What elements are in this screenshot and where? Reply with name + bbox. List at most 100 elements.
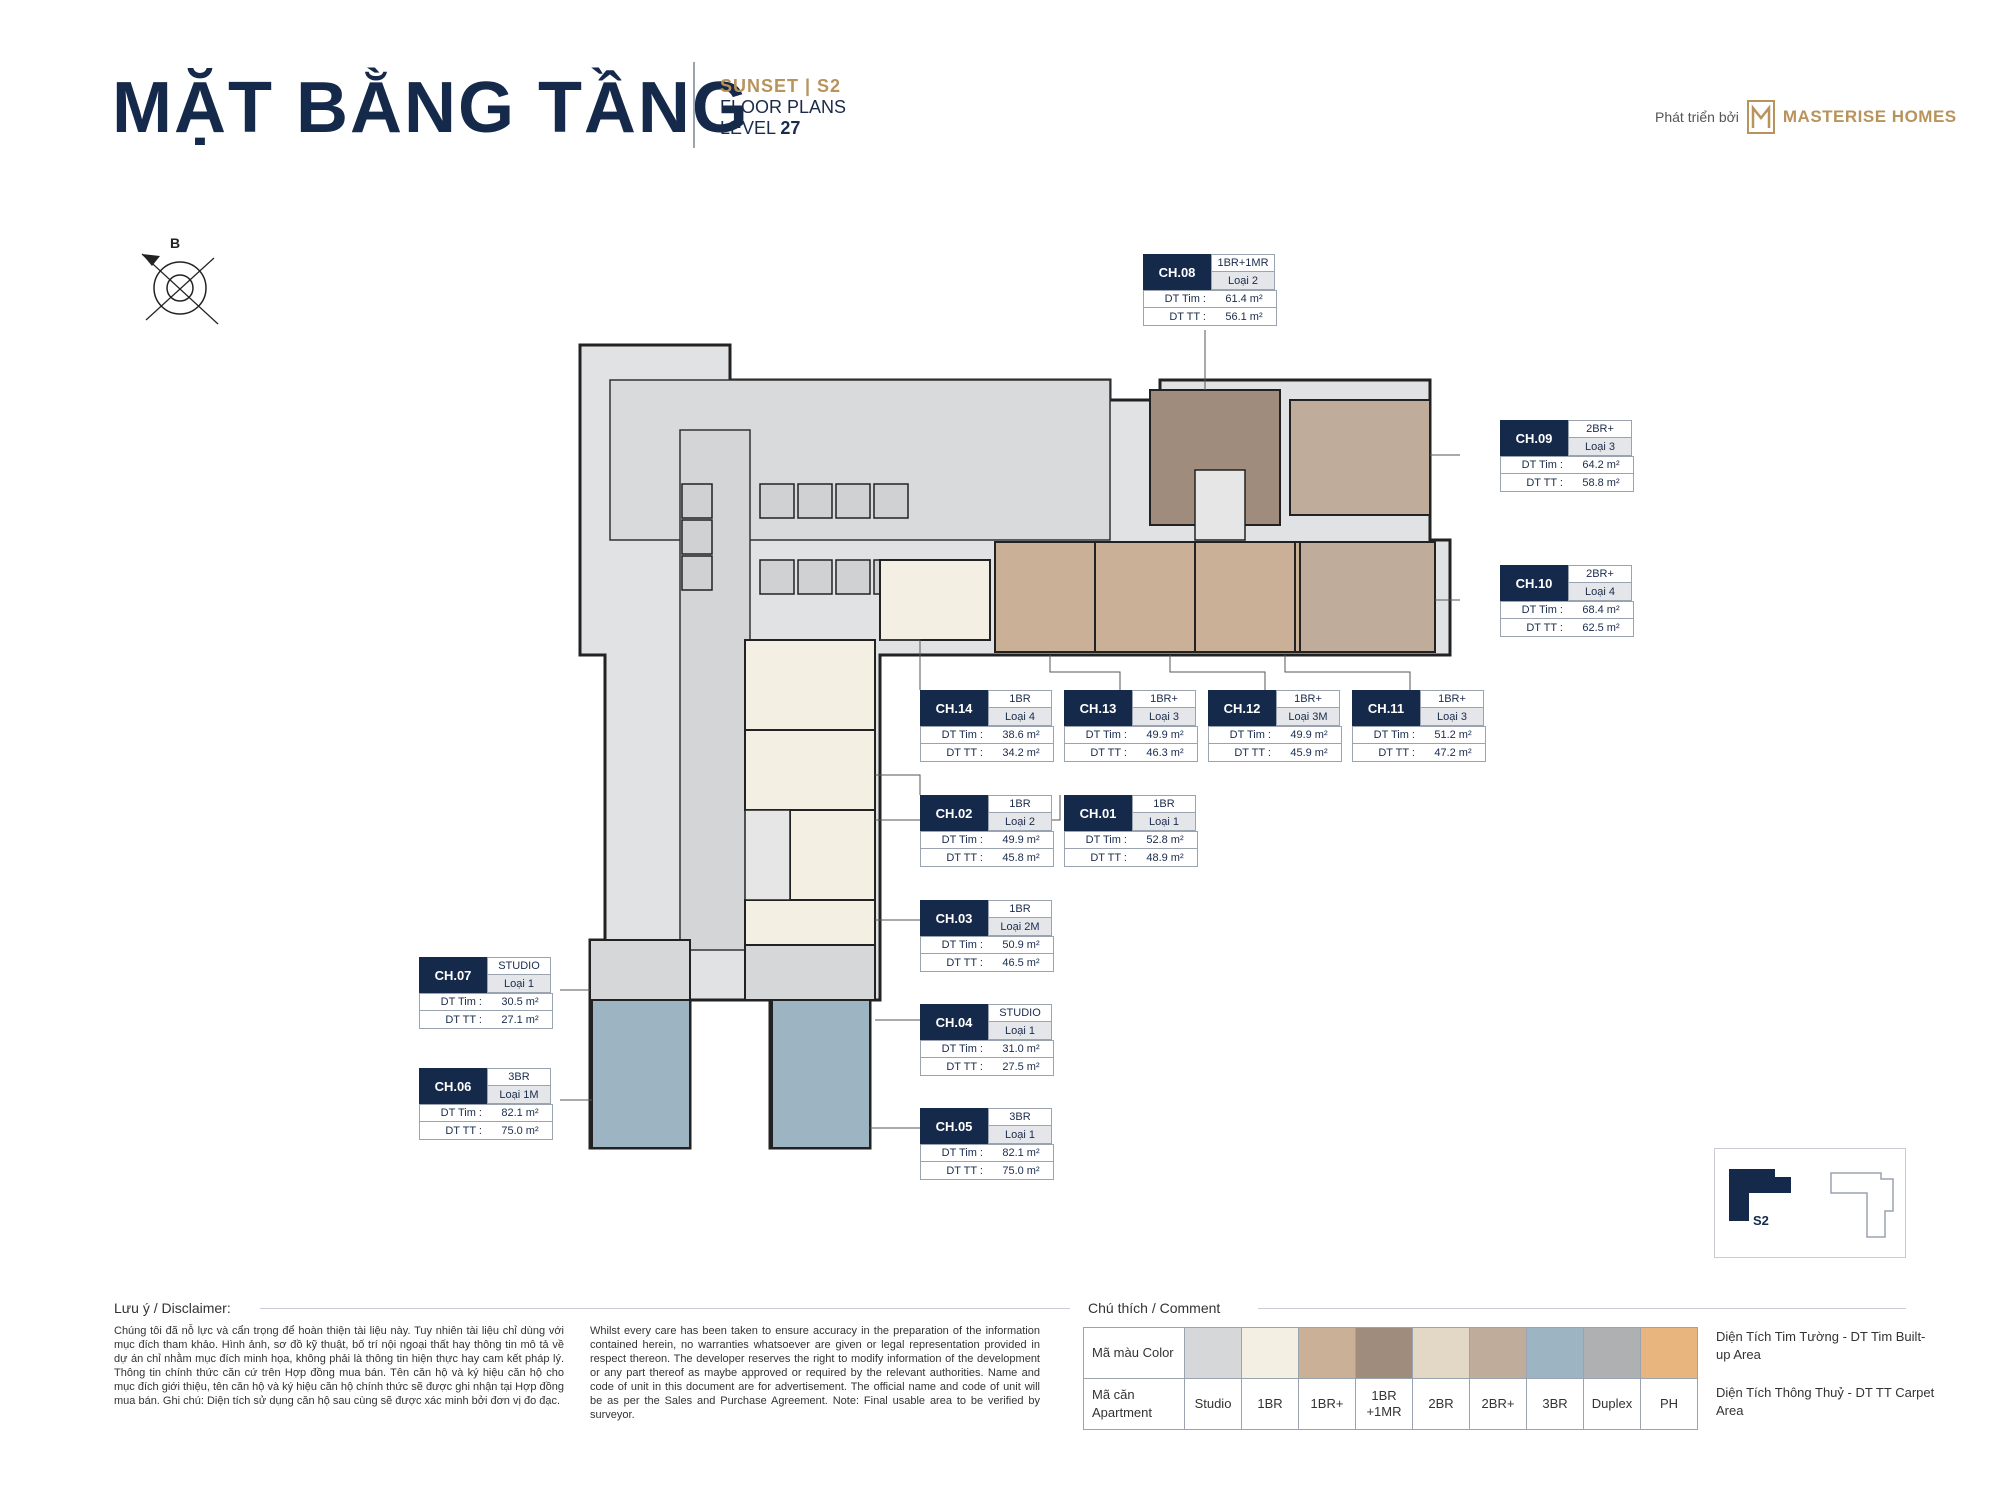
built-up-area: 51.2 m² xyxy=(1434,729,1472,741)
built-up-area: 50.9 m² xyxy=(1002,939,1040,951)
built-up-area: 49.9 m² xyxy=(1146,729,1184,741)
built-up-area: 49.9 m² xyxy=(1002,834,1040,846)
carpet-label: DT TT : xyxy=(445,1013,482,1026)
carpet-row: DT TT :56.1 m² xyxy=(1143,308,1277,326)
built-up-row: DT Tim :49.9 m² xyxy=(1208,726,1342,744)
unit-label-ch04: CH.04 STUDIO Loại 1 DT Tim :31.0 m² DT T… xyxy=(920,1004,1054,1076)
built-up-label: DT Tim : xyxy=(941,939,983,951)
carpet-row: DT TT :27.5 m² xyxy=(920,1058,1054,1076)
unit-variant: Loại 2 xyxy=(1211,271,1275,290)
unit-type: 1BR xyxy=(1132,795,1196,812)
carpet-row: DT TT :45.8 m² xyxy=(920,849,1054,867)
unit-type: 1BR xyxy=(988,795,1052,812)
legend-name-row: Mã căn Apartment Studio 1BR 1BR+ 1BR +1M… xyxy=(1083,1378,1698,1430)
carpet-area: 27.5 m² xyxy=(1002,1060,1040,1073)
level-number: 27 xyxy=(780,118,801,138)
unit-type: 3BR xyxy=(988,1108,1052,1125)
disclaimer-divider xyxy=(260,1308,1070,1309)
unit-variant: Loại 3 xyxy=(1420,707,1484,726)
built-up-area: 31.0 m² xyxy=(1002,1043,1040,1055)
built-up-area: 82.1 m² xyxy=(501,1107,539,1119)
built-up-row: DT Tim :52.8 m² xyxy=(1064,831,1198,849)
unit-code: CH.11 xyxy=(1352,690,1420,726)
unit-code: CH.07 xyxy=(419,957,487,993)
unit-label-ch10: CH.10 2BR+ Loại 4 DT Tim :68.4 m² DT TT … xyxy=(1500,565,1634,637)
built-up-row: DT Tim : 50.9 m² xyxy=(920,936,1054,954)
unit-variant: Loại 1 xyxy=(988,1021,1052,1040)
carpet-area: 46.3 m² xyxy=(1146,746,1184,759)
unit-type: 1BR xyxy=(988,690,1052,707)
legend-name: 2BR xyxy=(1412,1378,1470,1430)
carpet-row: DT TT :46.5 m² xyxy=(920,954,1054,972)
built-up-row: DT Tim :38.6 m² xyxy=(920,726,1054,744)
legend-color-row: Mã màu Color xyxy=(1083,1327,1698,1379)
built-up-label: DT Tim : xyxy=(1085,729,1127,741)
unit-code: CH.04 xyxy=(920,1004,988,1040)
unit-code: CH.05 xyxy=(920,1108,988,1144)
unit-variant: Loại 2 xyxy=(988,812,1052,831)
carpet-row: DT TT :47.2 m² xyxy=(1352,744,1486,762)
carpet-label: DT TT : xyxy=(1090,851,1127,864)
legend-swatch xyxy=(1355,1327,1413,1379)
legend-name: 3BR xyxy=(1526,1378,1584,1430)
legend-swatch xyxy=(1412,1327,1470,1379)
legend-apartment-header: Mã căn Apartment xyxy=(1083,1378,1185,1430)
legend-name: 1BR xyxy=(1241,1378,1299,1430)
unit-variant: Loại 4 xyxy=(988,707,1052,726)
carpet-label: DT TT : xyxy=(946,1164,983,1177)
unit-variant: Loại 1 xyxy=(1132,812,1196,831)
carpet-label: DT TT : xyxy=(1526,621,1563,634)
unit-variant: Loại 1 xyxy=(988,1125,1052,1144)
key-plan-label: S2 xyxy=(1753,1213,1769,1228)
built-up-row: DT Tim :68.4 m² xyxy=(1500,601,1634,619)
carpet-row: DT TT : 48.9 m² xyxy=(1064,849,1198,867)
carpet-area: 75.0 m² xyxy=(1002,1164,1040,1177)
unit-code: CH.03 xyxy=(920,900,988,936)
legend-title: Chú thích / Comment xyxy=(1088,1300,1221,1316)
legend-name: 1BR +1MR xyxy=(1355,1378,1413,1430)
built-up-row: DT Tim :49.9 m² xyxy=(920,831,1054,849)
carpet-area: 34.2 m² xyxy=(1002,746,1040,759)
built-up-label: DT Tim : xyxy=(941,1043,983,1055)
carpet-area: 48.9 m² xyxy=(1146,851,1184,864)
unit-label-ch06: CH.06 3BR Loại 1M DT Tim :82.1 m² DT TT … xyxy=(419,1068,553,1140)
built-up-row: DT Tim :30.5 m² xyxy=(419,993,553,1011)
carpet-label: DT TT : xyxy=(1378,746,1415,759)
carpet-row: DT TT :46.3 m² xyxy=(1064,744,1198,762)
legend-swatch xyxy=(1298,1327,1356,1379)
built-up-label: DT Tim : xyxy=(1229,729,1271,741)
built-up-label: DT Tim : xyxy=(1085,834,1127,846)
disclaimer-english: Whilst every care has been taken to ensu… xyxy=(590,1325,1040,1421)
unit-code: CH.14 xyxy=(920,690,988,726)
unit-code: CH.10 xyxy=(1500,565,1568,601)
level-text: LEVEL xyxy=(720,118,776,138)
unit-label-ch02: CH.02 1BR Loại 2 DT Tim :49.9 m² DT TT :… xyxy=(920,795,1054,867)
carpet-label: DT TT : xyxy=(946,746,983,759)
title-divider xyxy=(693,62,695,148)
color-legend-table: Mã màu Color Mã căn Apartment Studio 1BR… xyxy=(1083,1327,1698,1430)
built-up-label: DT Tim : xyxy=(941,1147,983,1159)
unit-variant: Loại 4 xyxy=(1568,582,1632,601)
unit-label-ch13: CH.13 1BR+ Loại 3 DT Tim :49.9 m² DT TT … xyxy=(1064,690,1198,762)
carpet-label: DT TT : xyxy=(445,1124,482,1137)
unit-label-ch12: CH.12 1BR+ Loại 3M DT Tim :49.9 m² DT TT… xyxy=(1208,690,1342,762)
legend-swatch xyxy=(1469,1327,1527,1379)
unit-code: CH.13 xyxy=(1064,690,1132,726)
built-up-row: DT Tim :61.4 m² xyxy=(1143,290,1277,308)
masterise-logo-icon xyxy=(1746,100,1775,134)
key-plan-diagram xyxy=(1729,1169,1894,1238)
carpet-label: DT TT : xyxy=(1526,476,1563,489)
carpet-row: DT TT :75.0 m² xyxy=(419,1122,553,1140)
built-up-row: DT Tim :64.2 m² xyxy=(1500,456,1634,474)
built-up-area: 68.4 m² xyxy=(1582,604,1620,616)
unit-variant: Loại 1M xyxy=(487,1085,551,1104)
legend-swatch xyxy=(1184,1327,1242,1379)
legend-color-header: Mã màu Color xyxy=(1083,1327,1185,1379)
disclaimer-title: Lưu ý / Disclaimer: xyxy=(114,1300,231,1316)
unit-code: CH.06 xyxy=(419,1068,487,1104)
carpet-label: DT TT : xyxy=(1234,746,1271,759)
brand: Phát triển bởi MASTERISE HOMES xyxy=(1655,100,1957,134)
carpet-area: 58.8 m² xyxy=(1582,476,1620,489)
unit-label-ch07: CH.07 STUDIO Loại 1 DT Tim :30.5 m² DT T… xyxy=(419,957,553,1029)
floor-plans-label: FLOOR PLANS xyxy=(720,97,847,117)
